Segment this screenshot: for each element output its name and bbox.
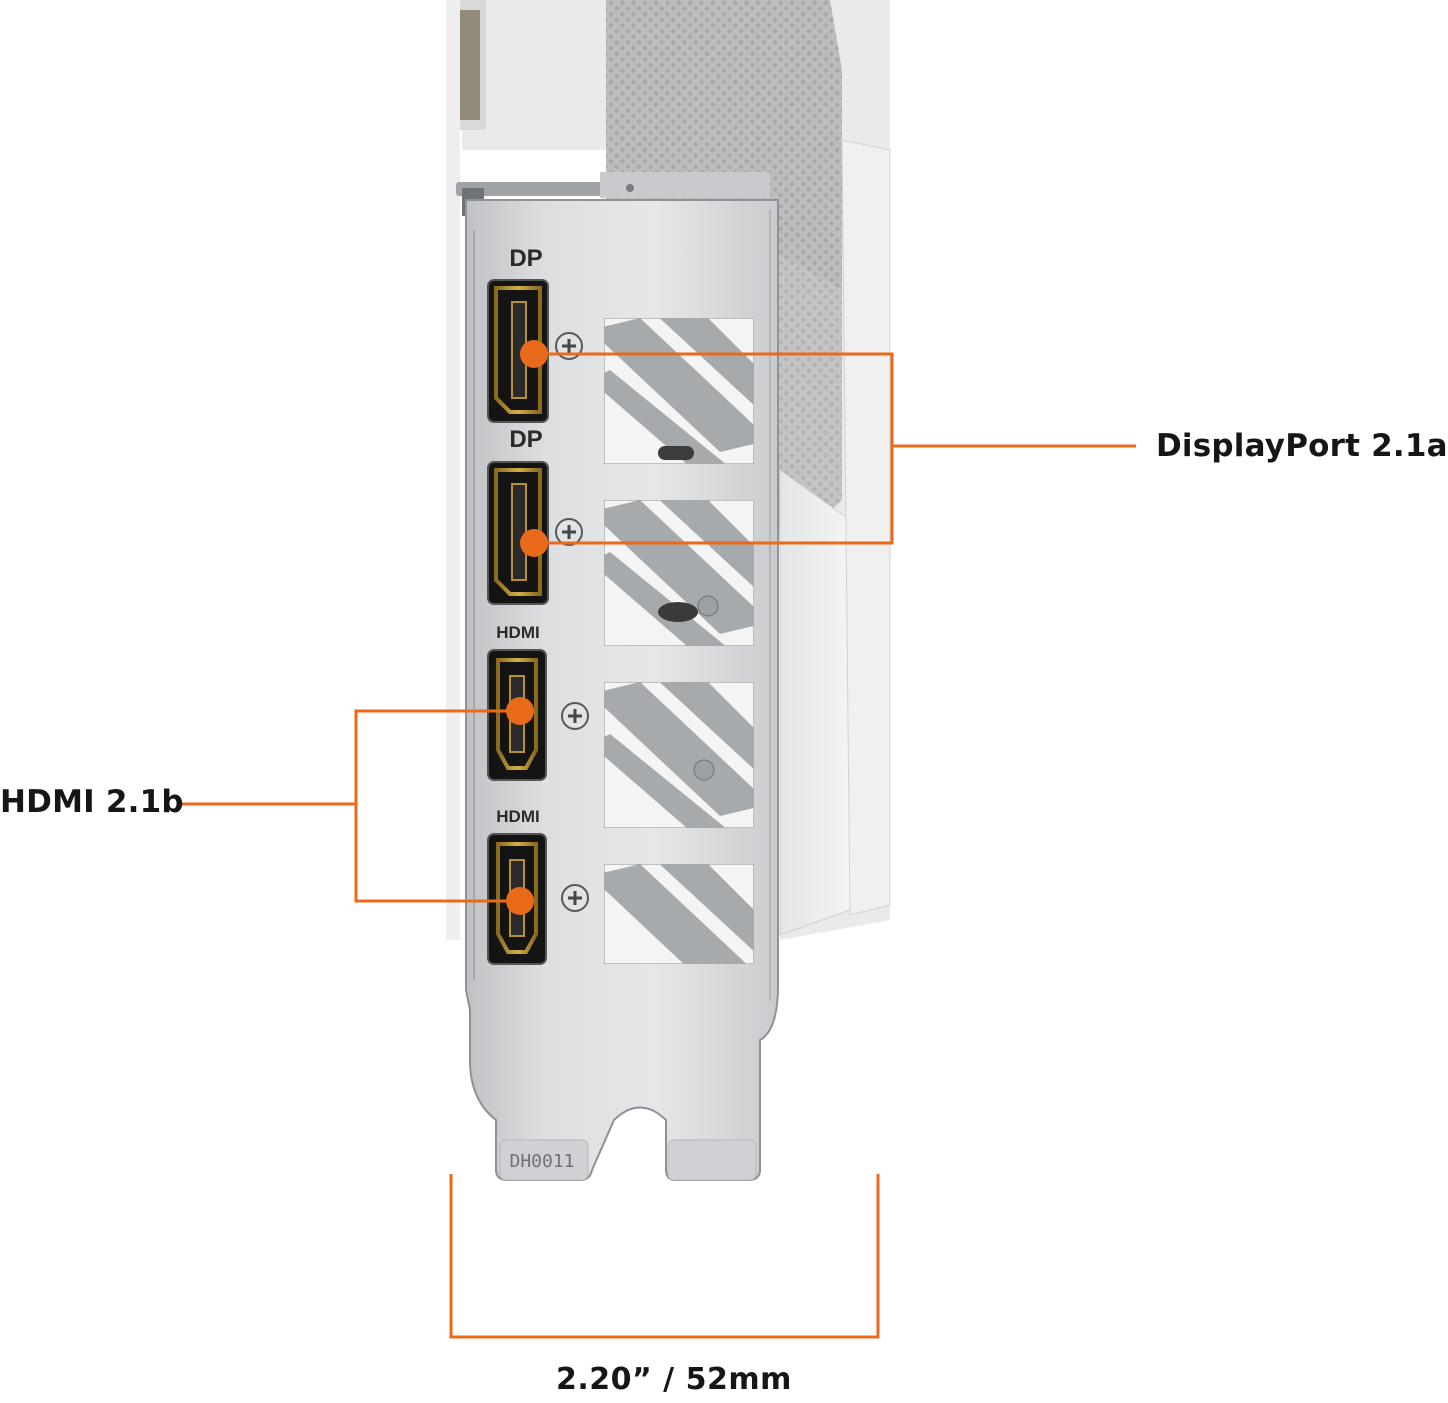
callout-lines <box>180 352 1136 1339</box>
port-label-dp-top: DP <box>509 245 542 272</box>
width-dimension-bracket <box>449 1174 880 1339</box>
screw-icon <box>555 518 583 546</box>
callout-dots <box>506 340 548 915</box>
displayport-callout-label: DisplayPort 2.1a <box>1156 428 1448 464</box>
hdmi-dot <box>506 697 534 725</box>
port-label-hdmi-bottom: HDMI <box>496 807 539 826</box>
port-label-hdmi-top: HDMI <box>496 623 539 642</box>
displayport-dot <box>520 340 548 368</box>
bracket-marking: DH0011 <box>509 1151 574 1172</box>
displayport-connector-1 <box>487 279 549 423</box>
displayport-leader <box>534 352 1136 545</box>
width-dimension-label: 2.20” / 52mm <box>556 1362 792 1397</box>
displayport-connector-2 <box>487 461 549 605</box>
printed-port-labels: DP DP HDMI HDMI DH0011 <box>496 245 574 1172</box>
hdmi-leader <box>180 709 520 903</box>
gpu-io-bracket-illustration: DP DP HDMI HDMI DH0011 <box>180 0 1136 1339</box>
screw-icon <box>561 702 589 730</box>
card-shroud <box>446 0 891 940</box>
port-label-dp-bottom: DP <box>509 426 542 453</box>
product-photo: DP DP HDMI HDMI DH0011 <box>180 0 1136 1339</box>
displayport-dot <box>520 529 548 557</box>
hdmi-dot <box>506 887 534 915</box>
screw-icon <box>561 884 589 912</box>
hdmi-callout-label: HDMI 2.1b <box>0 784 184 820</box>
